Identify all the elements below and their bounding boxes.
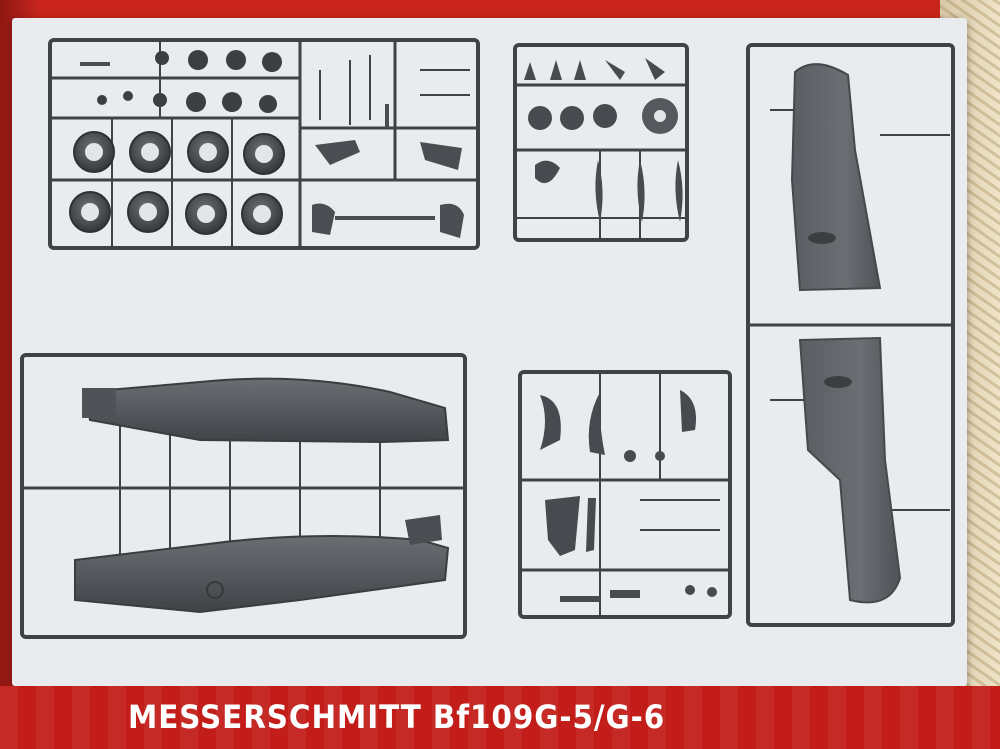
sprue-small-parts [518,370,732,619]
sprue-fuselage [20,353,467,639]
main-wheel-tires [69,131,285,235]
fuselage-halves [74,377,450,614]
product-title: MESSERSCHMITT Bf109G-5/G-6 [128,698,666,736]
cockpit-detail-parts [540,390,717,602]
landing-gear-struts [80,62,464,238]
wing-halves [790,63,902,604]
small-wheel-hubs [97,50,282,113]
product-banner [0,686,1000,749]
sprue-wheels-struts [48,38,480,250]
propeller-spinner-parts [524,58,683,222]
sprue-wings [746,43,955,627]
